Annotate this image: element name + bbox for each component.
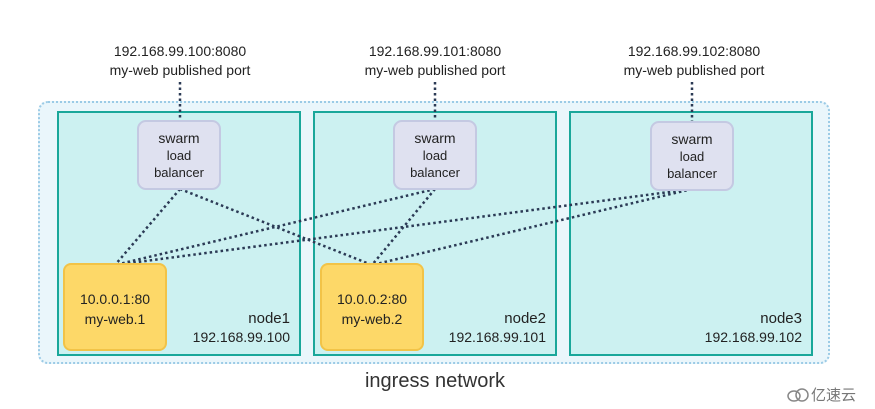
node-name-3: node3 — [760, 310, 802, 327]
lb1-to-container1 — [114, 188, 181, 266]
lb2-to-container2 — [371, 188, 436, 266]
port-address: 192.168.99.101:8080 — [368, 43, 502, 59]
swarm-load-balancer-1: swarm load balancer — [137, 120, 221, 190]
lb-line1: swarm — [671, 131, 713, 147]
port-label-3: 192.168.99.102:8080 my-web published por… — [609, 42, 779, 80]
container-name: my-web.1 — [84, 311, 146, 327]
lb-line1: swarm — [158, 130, 200, 146]
node-name-2: node2 — [504, 310, 546, 327]
port-caption: my-web published port — [364, 62, 506, 78]
node-name-1: node1 — [248, 310, 290, 327]
brand-watermark: 亿速云 — [787, 384, 871, 406]
lb3-to-container1 — [114, 187, 693, 267]
lb-line3: balancer — [667, 166, 717, 181]
lb2-to-container1 — [114, 187, 436, 267]
node-ip-1: 192.168.99.100 — [192, 329, 290, 345]
container-my-web-2: 10.0.0.2:80 my-web.2 — [320, 263, 424, 351]
node-ip-2: 192.168.99.101 — [448, 329, 546, 345]
lb-line3: balancer — [154, 165, 204, 180]
brand-text: 亿速云 — [811, 386, 857, 404]
lb3-to-container2 — [371, 187, 693, 267]
lb1-to-container2 — [179, 187, 373, 267]
port-caption: my-web published port — [109, 62, 251, 78]
container-name: my-web.2 — [341, 311, 403, 327]
node-ip-3: 192.168.99.102 — [704, 329, 802, 345]
lb-line2: load — [422, 148, 448, 163]
lb-line1: swarm — [414, 130, 456, 146]
port-address: 192.168.99.102:8080 — [627, 43, 761, 59]
container-my-web-1: 10.0.0.1:80 my-web.1 — [63, 263, 167, 351]
lb-line3: balancer — [410, 165, 460, 180]
port-label-2: 192.168.99.101:8080 my-web published por… — [350, 42, 520, 80]
lb-line2: load — [166, 148, 192, 163]
port-caption: my-web published port — [623, 62, 765, 78]
container-address: 10.0.0.2:80 — [336, 291, 408, 307]
lb-line2: load — [679, 149, 705, 164]
swarm-load-balancer-3: swarm load balancer — [650, 121, 734, 191]
cloud-logo-icon — [787, 388, 809, 402]
swarm-load-balancer-2: swarm load balancer — [393, 120, 477, 190]
container-address: 10.0.0.1:80 — [79, 291, 151, 307]
port-address: 192.168.99.100:8080 — [113, 43, 247, 59]
port-label-1: 192.168.99.100:8080 my-web published por… — [95, 42, 265, 80]
ingress-network-label: ingress network — [364, 370, 506, 392]
